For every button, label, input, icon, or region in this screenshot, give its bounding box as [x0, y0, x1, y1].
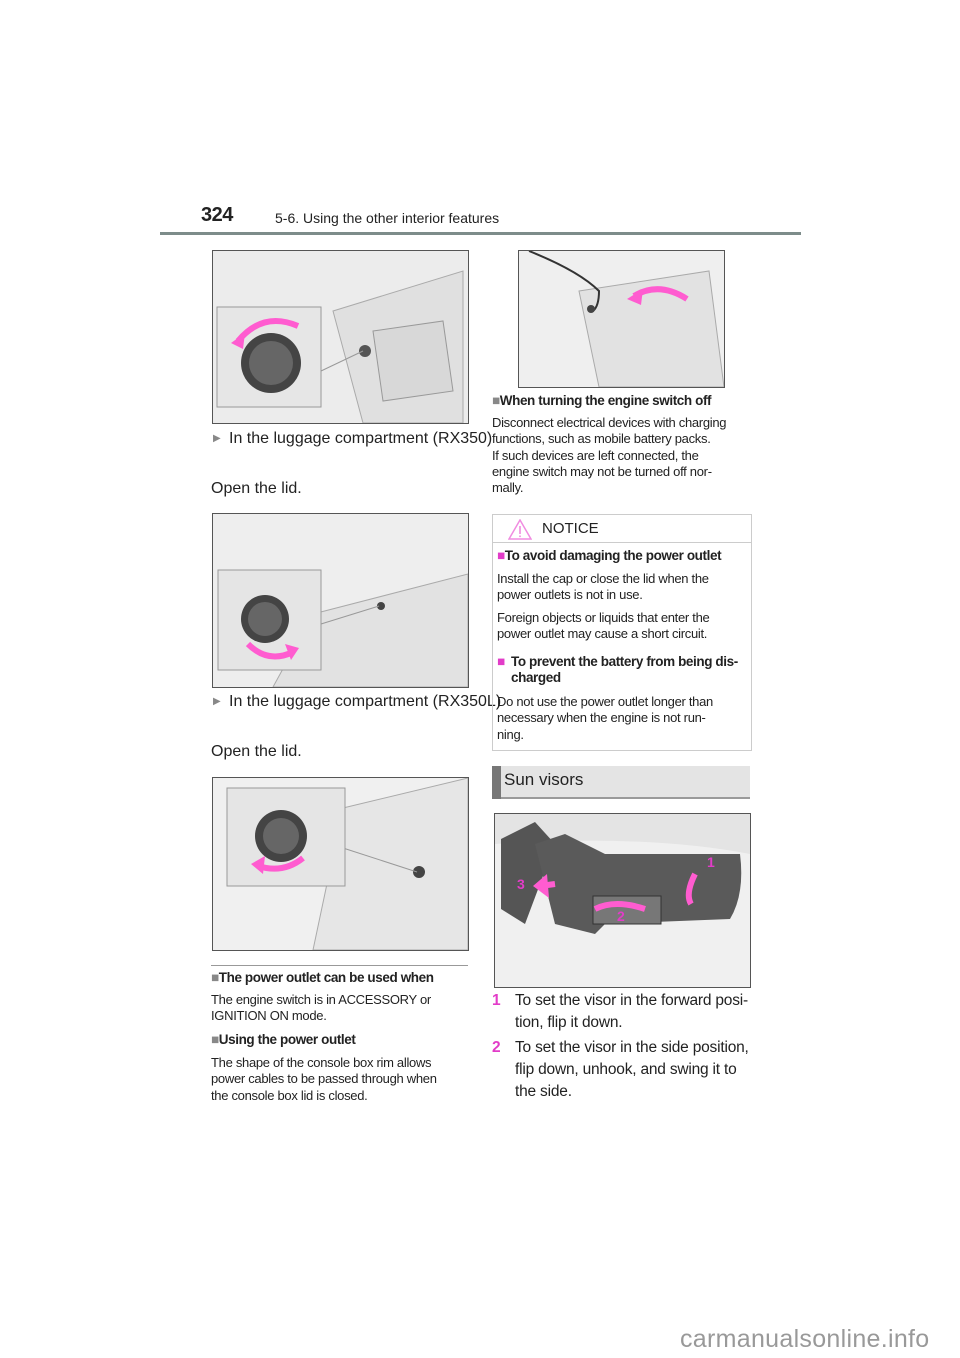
rx350-bullet: In the luggage compartment (RX350) [229, 430, 493, 447]
engine-off-heading-text: When turning the engine switch off [499, 393, 712, 408]
callout-3: 3 [517, 876, 525, 892]
step-1-text: To set the visor in the forward posi- ti… [515, 992, 748, 1031]
rx350l-luggage-outlet-figure [212, 777, 469, 951]
sun-visor-figure: 1 2 3 [494, 813, 751, 988]
sun-visors-title: Sun visors [504, 770, 584, 789]
square-bullet-icon: ■ [211, 970, 219, 985]
page-number: 324 [201, 204, 233, 226]
callout-2: 2 [617, 908, 625, 924]
rx350l-instruction: Open the lid. [211, 743, 302, 760]
rx350l-bullet: In the luggage compartment (RX350L) [229, 693, 502, 710]
notice-heading-2: To prevent the battery from being dis- c… [511, 654, 738, 685]
step-number: 1 [492, 992, 501, 1009]
engine-off-heading: ■When turning the engine switch off [492, 393, 712, 409]
rx350-instruction: Open the lid. [211, 480, 302, 497]
console-outlet-figure [212, 250, 469, 424]
square-bullet-icon: ■ [497, 548, 505, 563]
notice-heading-1-text: To avoid damaging the power outlet [504, 548, 722, 563]
square-bullet-icon: ■ [497, 654, 505, 669]
watermark: carmanualsonline.info [680, 1325, 930, 1353]
using-heading-text: Using the power outlet [218, 1032, 356, 1047]
triangle-bullet-icon: ▶ [213, 696, 221, 707]
triangle-bullet-icon: ▶ [213, 433, 221, 444]
rx350-luggage-outlet-figure [212, 513, 469, 688]
can-use-heading: ■The power outlet can be used when [211, 970, 434, 986]
can-use-text: The engine switch is in ACCESSORY or IGN… [211, 992, 431, 1024]
notice-paragraph: Do not use the power outlet longer than … [497, 694, 713, 742]
square-bullet-icon: ■ [492, 393, 500, 408]
header-rule [160, 232, 801, 235]
notice-title: NOTICE [542, 520, 599, 537]
notice-header: NOTICE [493, 515, 751, 543]
square-bullet-icon: ■ [211, 1032, 219, 1047]
step-2-text: To set the visor in the side position, f… [515, 1039, 749, 1100]
console-cable-figure [518, 250, 725, 388]
notice-paragraph: Install the cap or close the lid when th… [497, 571, 709, 603]
callout-1: 1 [707, 854, 715, 870]
can-use-heading-text: The power outlet can be used when [218, 970, 434, 985]
notice-heading-1: ■To avoid damaging the power outlet [497, 548, 722, 564]
using-heading: ■Using the power outlet [211, 1032, 356, 1048]
heading-bar [492, 766, 501, 799]
step-number: 2 [492, 1039, 501, 1056]
section-divider [211, 965, 468, 966]
notice-box: NOTICE ■To avoid damaging the power outl… [492, 514, 752, 751]
warning-triangle-icon [508, 519, 532, 540]
engine-off-text: Disconnect electrical devices with charg… [492, 415, 727, 496]
sun-visors-heading: Sun visors [492, 766, 750, 799]
section-title: 5-6. Using the other interior features [275, 210, 500, 226]
notice-paragraph: Foreign objects or liquids that enter th… [497, 610, 710, 642]
using-text: The shape of the console box rim allows … [211, 1055, 437, 1103]
